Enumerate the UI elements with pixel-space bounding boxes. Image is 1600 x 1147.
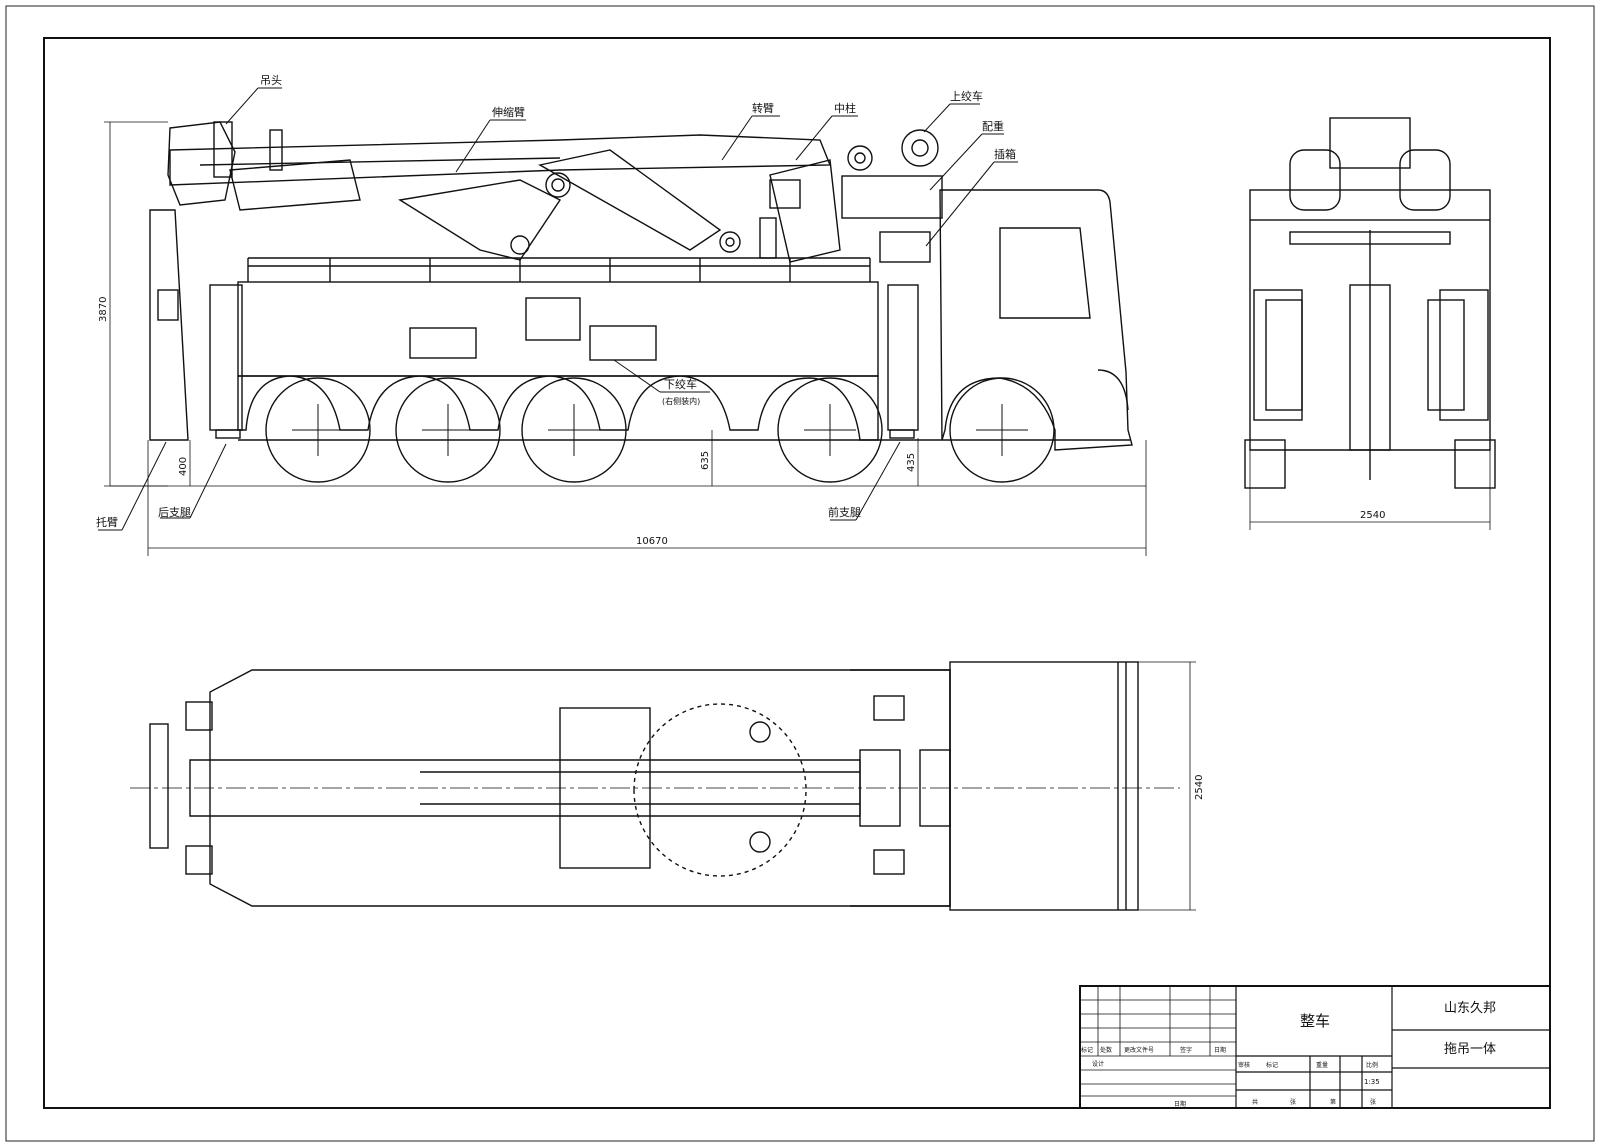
dim-overall-length: 10670 (636, 536, 668, 547)
hook-head (167, 121, 236, 206)
label-middle-post: 中柱 (834, 101, 856, 115)
title-block-text: 整车 山东久邦 拖吊一体 标记 处数 更改文件号 签字 日期 设计 审核 标记 … (1081, 1001, 1496, 1108)
label-lower-winch-note: (右侧装内) (662, 396, 700, 406)
label-tow-arm: 托臂 (96, 515, 118, 529)
top-cab (949, 661, 1139, 911)
sheet-label-4: 张 (1370, 1098, 1376, 1106)
product-name: 拖吊一体 (1444, 1042, 1496, 1057)
label-upper-winch: 上绞车 (950, 89, 983, 103)
counterweight (841, 175, 943, 219)
dim-rear-clearance: 400 (178, 457, 189, 476)
rev-header-1: 标记 (1081, 1046, 1093, 1054)
rear-view (1244, 117, 1496, 530)
approve-label-1: 审核 (1238, 1061, 1250, 1069)
scale-value: 1:35 (1364, 1078, 1380, 1086)
sheet-label-3: 第 (1330, 1098, 1336, 1106)
drawing-name: 整车 (1300, 1012, 1330, 1030)
dim-rear-width: 2540 (1360, 510, 1385, 521)
body-box (237, 281, 879, 377)
approve-label-3: 重量 (1316, 1061, 1328, 1069)
dim-overall-height: 3870 (98, 297, 109, 322)
middle-post (769, 159, 841, 263)
tow-arm (149, 209, 189, 441)
label-hook-head: 吊头 (260, 74, 282, 87)
label-front-outrigger: 前支腿 (828, 505, 861, 519)
upper-winch (901, 129, 939, 167)
company-name: 山东久邦 (1444, 1001, 1496, 1016)
side-view-labels: 吊头 伸缩臂 转臂 中柱 上绞车 配重 插箱 下绞车 (右侧装内) 托臂 后支腿… (96, 74, 1016, 547)
dim-mid-clearance: 635 (700, 451, 711, 470)
approve-label-4: 比例 (1366, 1061, 1378, 1069)
top-view (130, 661, 1196, 911)
label-extension-arm: 伸缩臂 (492, 106, 525, 119)
inner-border (43, 37, 1551, 1109)
rev-header-4: 签字 (1180, 1046, 1192, 1054)
outer-border (5, 5, 1595, 1142)
design-label: 设计 (1092, 1060, 1104, 1068)
sheet-label-2: 张 (1290, 1098, 1296, 1106)
sheet-label-1: 共 (1252, 1098, 1258, 1106)
dim-front-clearance: 435 (906, 453, 917, 472)
lift-arm (538, 149, 722, 251)
rev-header-5: 日期 (1214, 1046, 1226, 1054)
side-view (98, 87, 1147, 556)
rev-header-2: 处数 (1100, 1046, 1112, 1054)
dim-top-width: 2540 (1194, 775, 1205, 800)
extension-arm (169, 134, 832, 186)
rev-header-3: 更改文件号 (1124, 1046, 1154, 1054)
label-hood: 插箱 (994, 147, 1016, 161)
label-counterweight: 配重 (982, 119, 1004, 133)
cab (939, 189, 1133, 451)
label-lift-arm: 转臂 (752, 101, 774, 115)
date-label: 日期 (1174, 1100, 1186, 1108)
label-lower-winch: 下绞车 (664, 377, 697, 391)
cab-window (999, 227, 1091, 319)
label-rear-outrigger: 后支腿 (158, 506, 191, 519)
title-block (1079, 985, 1551, 1109)
side-dimensions (104, 121, 1147, 556)
wheels (265, 377, 1055, 483)
approve-label-2: 标记 (1266, 1061, 1278, 1069)
